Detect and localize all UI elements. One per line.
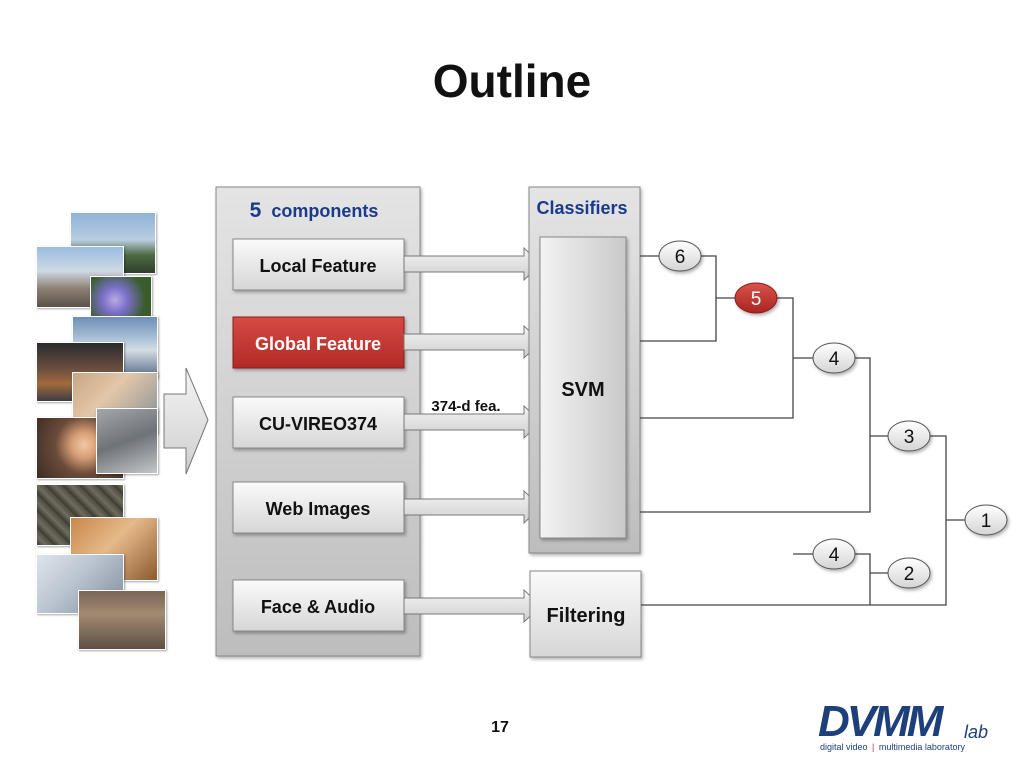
node-label: 4 xyxy=(829,545,840,566)
logo-tagline-right: multimedia laboratory xyxy=(879,742,966,752)
node-label: 1 xyxy=(981,511,992,532)
node-label: 2 xyxy=(904,564,915,585)
fusion-node-6: 6 xyxy=(658,240,702,272)
thumbnail-meeting xyxy=(78,590,166,650)
filtering-box[interactable] xyxy=(529,570,642,658)
node-label: 6 xyxy=(675,247,686,268)
component-label: Web Images xyxy=(266,499,371,519)
components-header-number: 5 xyxy=(250,199,262,222)
component-label: CU-VIREO374 xyxy=(259,414,377,434)
video-thumbnail-collage xyxy=(36,212,168,652)
dvmm-lab-logo: DVMM lab digital video | multimedia labo… xyxy=(818,697,988,752)
component-cu-vireo374[interactable]: CU-VIREO374 xyxy=(232,396,405,449)
svg-text:digital video | multim: digital video | multimedia laboratory xyxy=(820,742,965,752)
svm-label: SVM xyxy=(561,379,604,401)
logo-brand: DVMM xyxy=(818,697,945,746)
fusion-node-4: 4 xyxy=(812,342,856,374)
component-web-images[interactable]: Web Images xyxy=(232,481,405,534)
node-label: 3 xyxy=(904,427,915,448)
arrow-global-to-svm xyxy=(403,324,542,360)
page-number: 17 xyxy=(491,719,509,736)
arrow-face-to-filtering xyxy=(403,588,542,624)
logo-tagline-left: digital video xyxy=(820,742,868,752)
fusion-node-1: 1 xyxy=(964,504,1008,536)
input-arrow xyxy=(163,367,209,475)
classifiers-header: Classifiers xyxy=(536,198,627,218)
fusion-node-4-lower: 4 xyxy=(812,538,856,570)
component-global-feature[interactable]: Global Feature xyxy=(232,316,405,369)
arrow-web-to-svm xyxy=(403,489,542,525)
components-header: 5 components xyxy=(250,199,379,222)
thumbnail-fan xyxy=(96,408,158,474)
components-header-text: components xyxy=(271,201,378,221)
edge-label-374d: 374-d fea. xyxy=(431,398,500,415)
arrow-local-to-svm xyxy=(403,246,542,282)
fusion-node-3: 3 xyxy=(887,420,931,452)
component-label: Global Feature xyxy=(255,334,381,354)
fusion-tree-lines xyxy=(640,255,965,606)
component-label: Local Feature xyxy=(259,256,376,276)
node-label: 5 xyxy=(751,289,762,310)
filtering-label: Filtering xyxy=(547,605,626,627)
component-local-feature[interactable]: Local Feature xyxy=(232,238,405,291)
component-face-audio[interactable]: Face & Audio xyxy=(232,579,405,632)
logo-suffix: lab xyxy=(964,722,988,742)
fusion-node-2: 2 xyxy=(887,557,931,589)
component-label: Face & Audio xyxy=(261,597,375,617)
node-label: 4 xyxy=(829,349,840,370)
slide-title: Outline xyxy=(432,55,592,107)
fusion-node-5: 5 xyxy=(734,282,778,314)
svm-box[interactable] xyxy=(539,236,627,539)
